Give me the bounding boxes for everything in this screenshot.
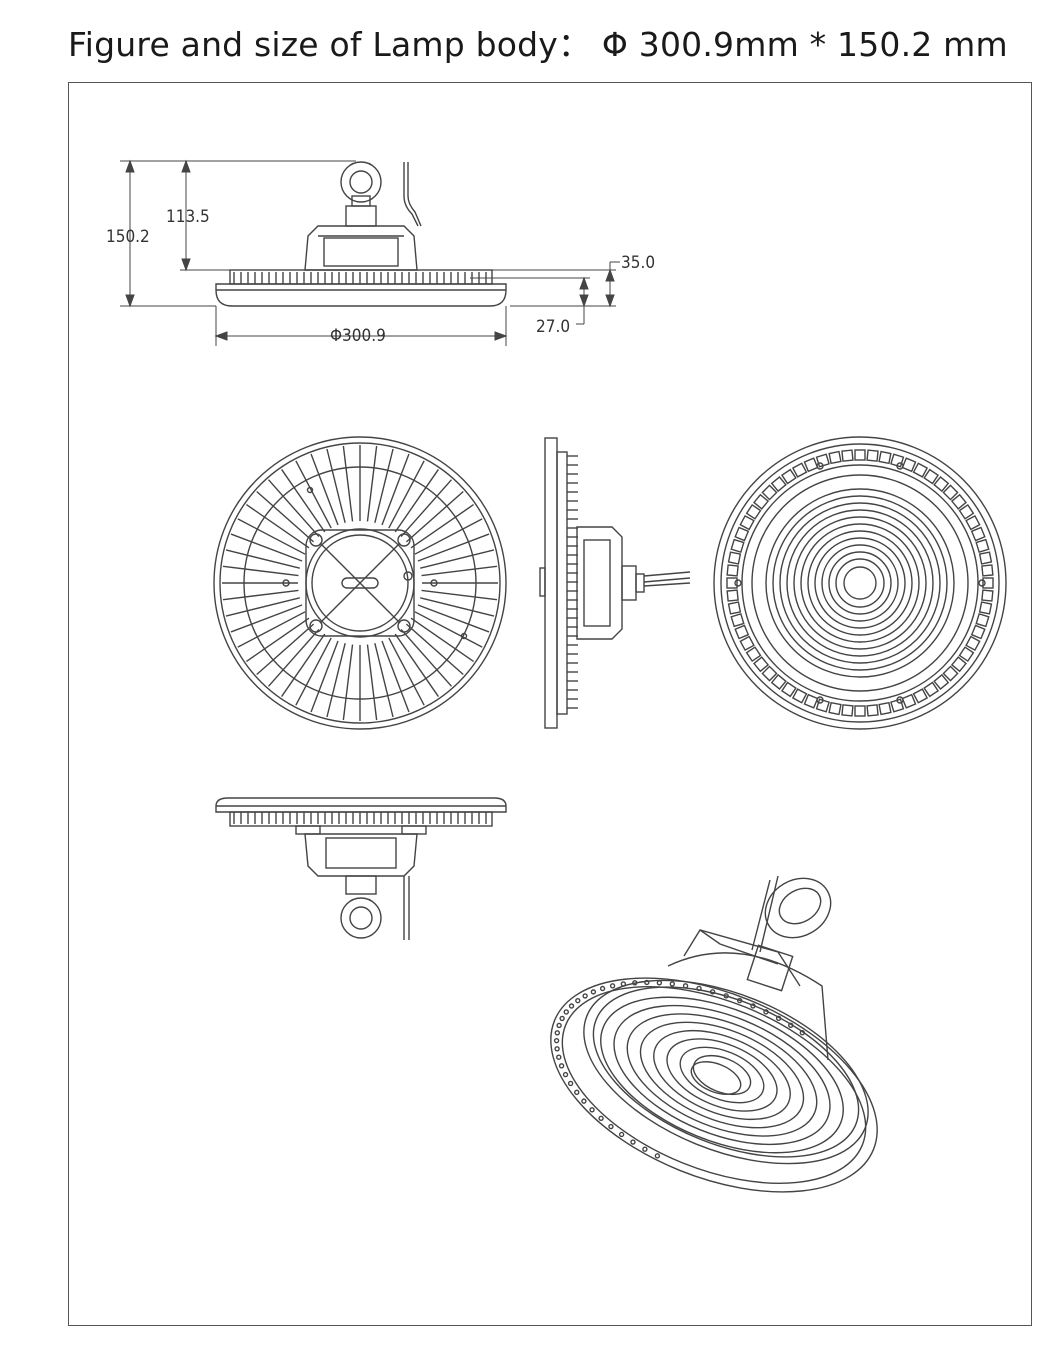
bottom-view xyxy=(713,436,1007,730)
dim-overall-height: 150.2 xyxy=(106,227,150,247)
inverted-elevation-view xyxy=(215,797,507,940)
drawing-frame xyxy=(68,82,1032,1326)
side-profile-view xyxy=(539,437,691,729)
dim-fin-height: 35.0 xyxy=(621,253,655,273)
isometric-view xyxy=(550,875,878,1193)
dim-base-height: 27.0 xyxy=(536,317,570,337)
side-elevation-view xyxy=(215,161,507,307)
top-view xyxy=(213,436,507,730)
dim-diameter: Φ300.9 xyxy=(330,326,386,346)
dimension-lines xyxy=(120,159,620,346)
dim-body-height: 113.5 xyxy=(166,207,210,227)
page-title: Figure and size of Lamp body： Φ 300.9mm … xyxy=(68,25,1008,64)
